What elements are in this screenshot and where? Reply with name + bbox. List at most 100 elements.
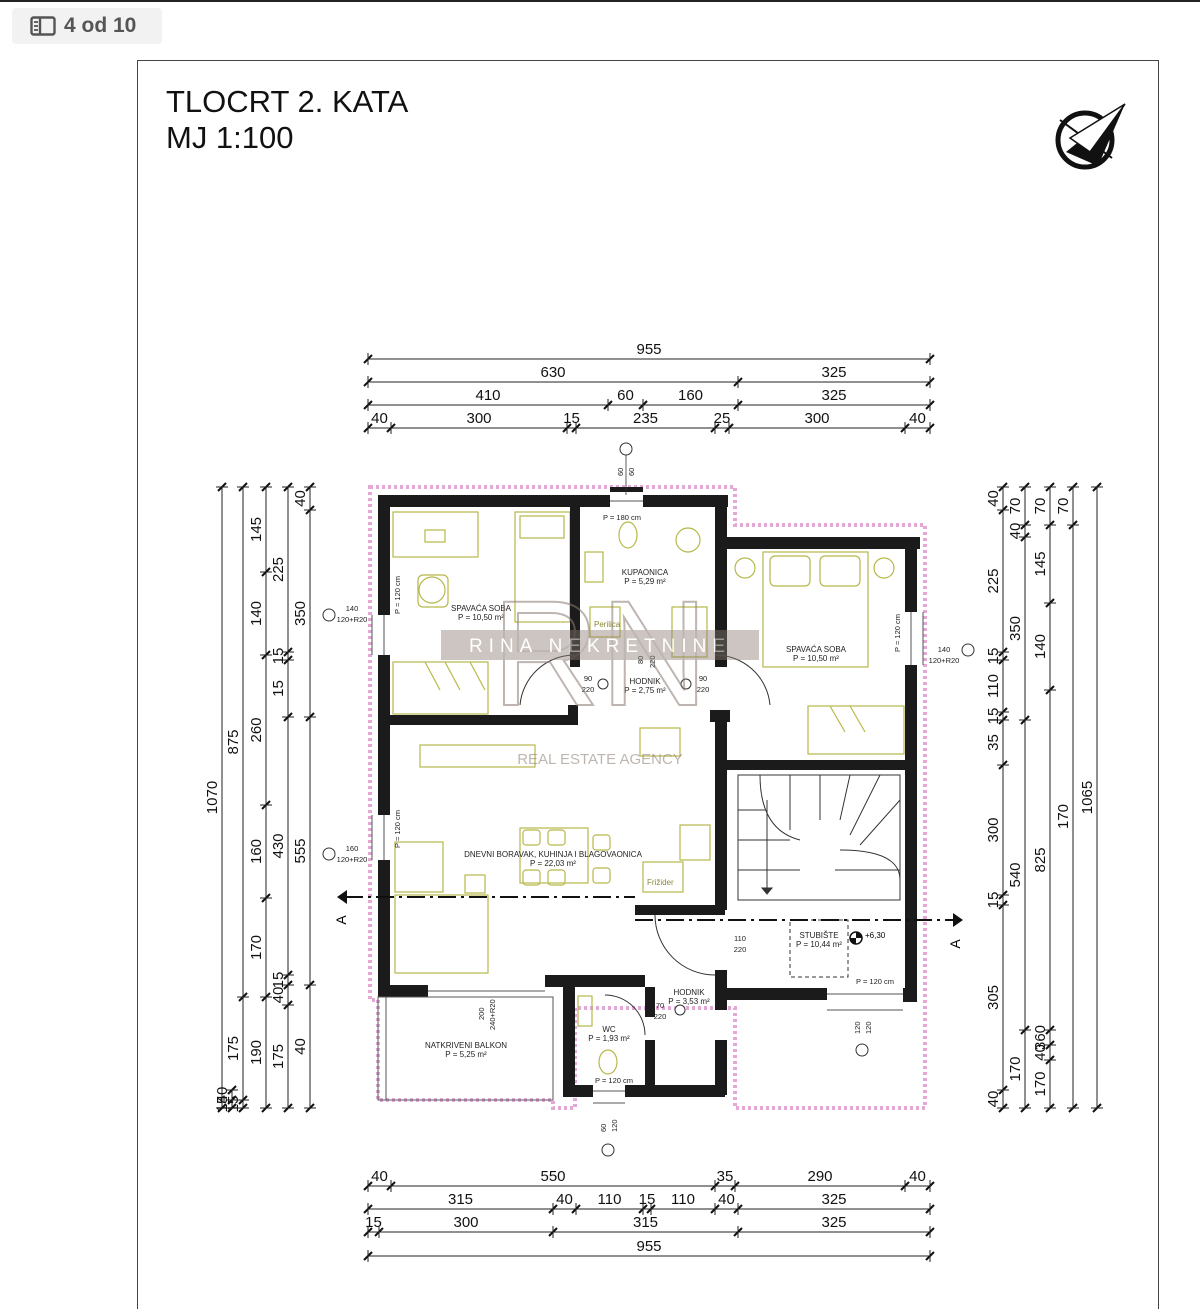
bath-door-h: 220 xyxy=(648,655,657,668)
bed2-ext-w: 140 xyxy=(938,645,951,654)
dim-bottom-r1-label: 35 xyxy=(717,1168,734,1185)
dim-left-c3-label: 260 xyxy=(248,717,265,742)
room-stairs-area: P = 10,44 m² xyxy=(796,940,842,949)
dim-right-c2-label: 40 xyxy=(1007,523,1024,540)
dim-top-r4-label: 235 xyxy=(633,410,658,427)
window-frames xyxy=(371,500,924,1104)
bed1-ext-h: 120+R20 xyxy=(337,615,368,624)
image-counter-button[interactable]: 4 od 10 xyxy=(12,8,162,44)
dim-right-c1-label: 305 xyxy=(985,985,1002,1010)
plan-scale-line: MJ 1:100 xyxy=(166,120,294,155)
top-border-line xyxy=(0,0,1200,2)
living-ext-h: 120+R20 xyxy=(337,855,368,864)
dim-bottom-r2-label: 15 xyxy=(639,1191,656,1208)
dim-left-c3-label: 170 xyxy=(248,935,265,960)
dim-left-c4-label: 225 xyxy=(270,557,287,582)
dim-top-r3-label: 60 xyxy=(617,387,634,404)
dim-right-c3-label: 360 xyxy=(1032,1025,1049,1050)
bed1-ext-w: 140 xyxy=(346,604,359,613)
room-hall2-name: HODNIK xyxy=(673,988,705,997)
dim-right-c1-label: 110 xyxy=(985,674,1002,698)
room-bath-name: KUPAONICA xyxy=(622,568,669,577)
entry-door-w: 110 xyxy=(734,934,746,943)
room-bed1-area: P = 10,50 m² xyxy=(458,613,504,622)
balcony-door-h: 240+R20 xyxy=(488,999,497,1030)
door1-w: 90 xyxy=(584,674,592,683)
dim-top-r1-label: 955 xyxy=(636,341,661,358)
dim-top-r2-label: 325 xyxy=(821,364,846,381)
staircase xyxy=(737,774,901,978)
room-bed2-area: P = 10,50 m² xyxy=(793,654,839,663)
dim-right-c1-label: 15 xyxy=(985,892,1002,909)
dim-left-c1-label: 1070 xyxy=(204,781,221,814)
dimension-lines: 955 630 325 410 60 160 325 40 300 15 235 25 300 40 40 5… xyxy=(204,341,1103,1262)
dim-right-c3-label: 145 xyxy=(1032,551,1049,576)
window-stairs-label: P = 120 cm xyxy=(856,977,894,986)
dim-right-c1-label: 300 xyxy=(985,817,1002,842)
bottom-opening-h: 120 xyxy=(610,1119,619,1132)
living-ext-w: 160 xyxy=(346,844,359,853)
stairs-opening-w: 120 xyxy=(853,1021,862,1034)
bottom-opening-w: 60 xyxy=(599,1124,608,1132)
room-bed2-name: SPAVAĆA SOBA xyxy=(786,645,847,654)
dim-right-c1-label: 15 xyxy=(985,648,1002,665)
watermark-sub: REAL ESTATE AGENCY xyxy=(517,751,683,768)
dim-left-c3-label: 190 xyxy=(248,1040,265,1065)
dim-top-r4-label: 40 xyxy=(371,410,388,427)
dim-right-c1-label: 225 xyxy=(985,568,1002,593)
section-marker-left: A xyxy=(333,915,349,925)
dim-left-c4-label: 15 xyxy=(270,680,287,697)
dim-right-c5-label: 1065 xyxy=(1079,781,1096,814)
dim-top-r4-label: 300 xyxy=(466,410,491,427)
dim-top-r3-label: 410 xyxy=(475,387,500,404)
room-hall2-area: P = 3,53 m² xyxy=(668,997,710,1006)
room-bath-area: P = 5,29 m² xyxy=(624,577,666,586)
room-living-area: P = 22,03 m² xyxy=(530,859,576,868)
level-value: +6,30 xyxy=(865,931,886,940)
dim-right-c2-label: 170 xyxy=(1007,1056,1024,1081)
stairs-opening-h: 120 xyxy=(864,1021,873,1034)
dim-left-c5-label: 350 xyxy=(292,601,309,626)
dim-top-r4-label: 15 xyxy=(563,410,580,427)
dim-bottom-r2-label: 325 xyxy=(821,1191,846,1208)
dim-bottom-r1-label: 40 xyxy=(371,1168,388,1185)
dim-left-c4-label: 15 xyxy=(270,648,287,665)
dim-top-r3-label: 160 xyxy=(678,387,703,404)
dim-left-c2-label: 875 xyxy=(225,729,242,754)
top-opening-w: 60 xyxy=(616,468,625,476)
bath-door-w: 80 xyxy=(636,656,645,664)
watermark-name: RINA NEKRETNINE xyxy=(469,636,731,657)
dim-right-c1-label: 40 xyxy=(985,1091,1002,1108)
dim-right-c3-label: 70 xyxy=(1032,498,1049,515)
room-hall1-area: P = 2,75 m² xyxy=(624,686,666,695)
dim-bottom-r2-label: 315 xyxy=(448,1191,473,1208)
dim-bottom-r1-label: 550 xyxy=(540,1168,565,1185)
dim-left-c5-label: 40 xyxy=(292,490,309,507)
dim-top-r4-label: 25 xyxy=(714,410,731,427)
wc-door-w: 70 xyxy=(656,1001,664,1010)
window-wc-label: P = 120 cm xyxy=(595,1076,633,1085)
dim-bottom-r3-label: 325 xyxy=(821,1214,846,1231)
room-balcony-area: P = 5,25 m² xyxy=(445,1050,487,1059)
dim-right-c3-label: 170 xyxy=(1032,1071,1049,1096)
dim-right-c2-label: 350 xyxy=(1007,616,1024,641)
dim-left-c4-label: 175 xyxy=(270,1044,287,1069)
bed2-ext-h: 120+R20 xyxy=(929,656,960,665)
north-arrow-icon xyxy=(1055,103,1126,170)
level-marker-icon xyxy=(849,931,863,945)
dim-right-c2-label: 540 xyxy=(1007,862,1024,887)
section-marker-right: A xyxy=(947,939,963,949)
dim-left-c4-label: 430 xyxy=(270,833,287,858)
image-counter-label: 4 od 10 xyxy=(64,14,137,37)
dim-top-r4-label: 40 xyxy=(909,410,926,427)
top-opening-h: 60 xyxy=(627,468,636,476)
gallery-icon xyxy=(30,16,56,36)
door-swings xyxy=(519,654,771,1036)
dim-bottom-r3-label: 315 xyxy=(633,1214,658,1231)
dim-top-r2-label: 630 xyxy=(540,364,565,381)
door2-h: 220 xyxy=(697,685,710,694)
door2-w: 90 xyxy=(699,674,707,683)
room-living-name: DNEVNI BORAVAK, KUHINJA I BLAGOVAONICA xyxy=(464,850,642,859)
walls xyxy=(378,487,920,1097)
